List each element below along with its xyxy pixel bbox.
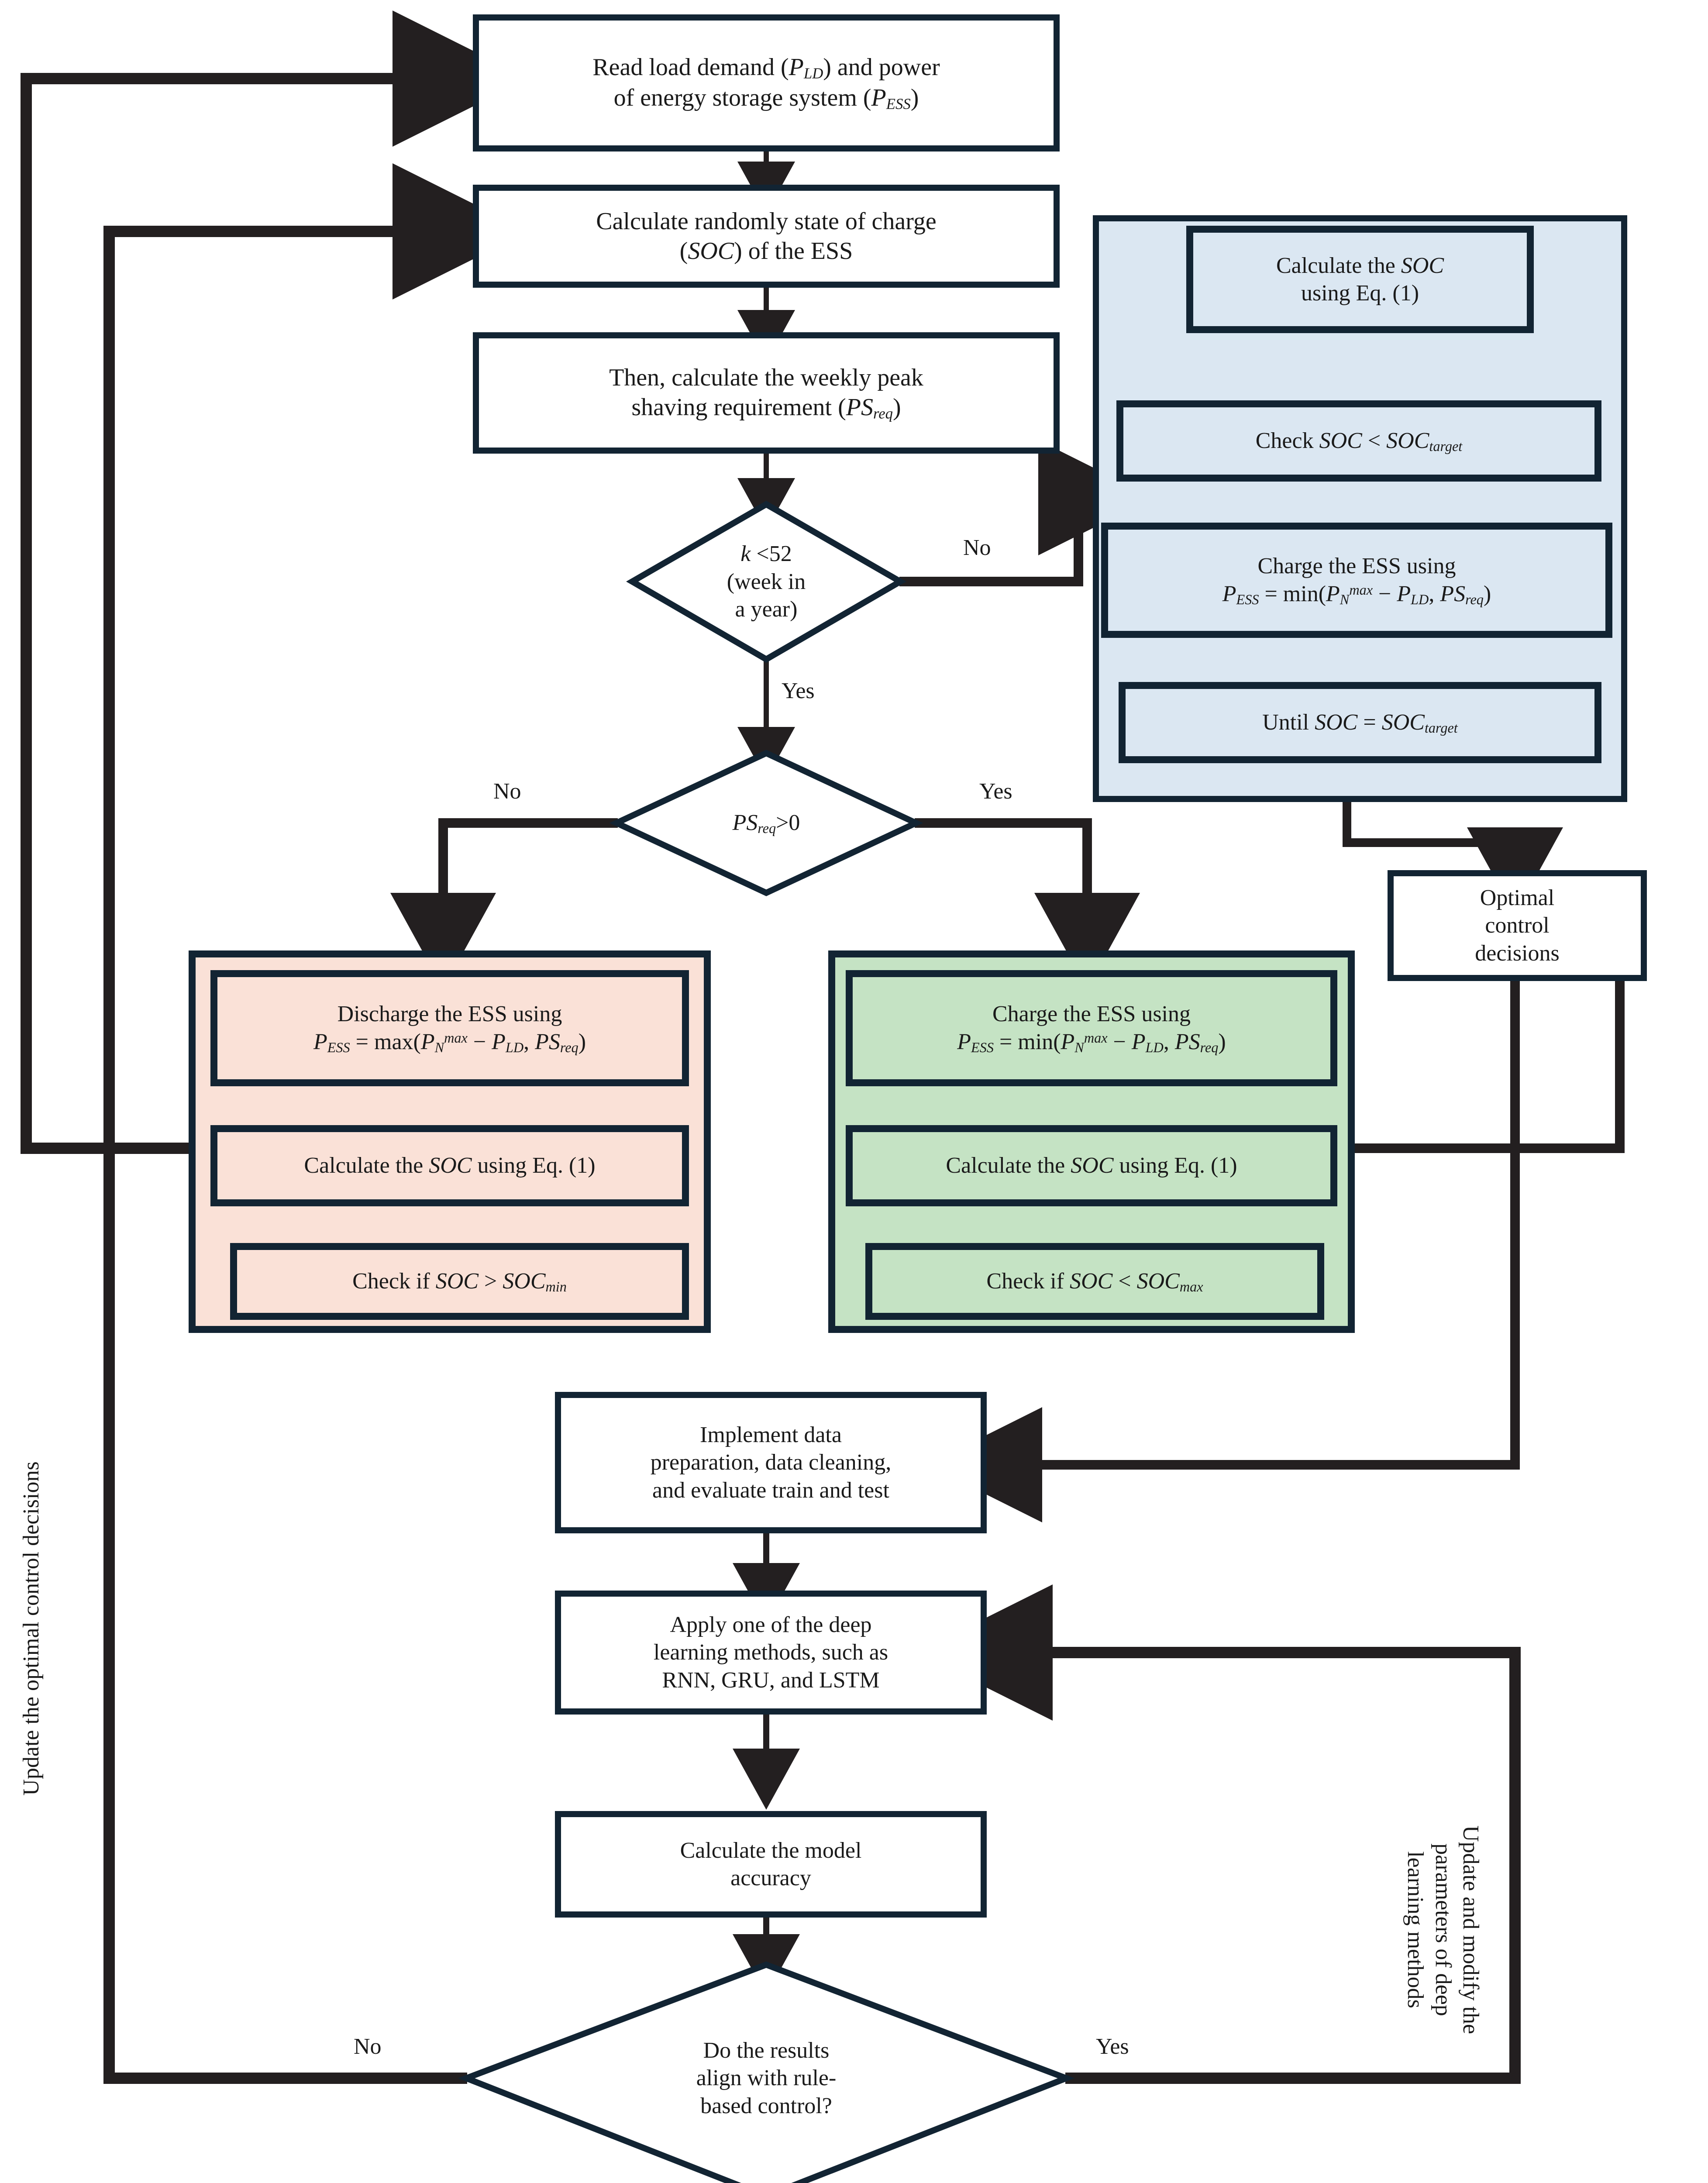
box-blue-calc-soc <box>1186 226 1534 333</box>
edge-label-psreq-yes: Yes <box>979 779 1012 804</box>
edge-label-psreq-no: No <box>493 779 521 804</box>
box-blue-charge <box>1101 523 1612 638</box>
box-calc-psreq <box>473 332 1060 454</box>
box-blue-check-soc <box>1116 400 1601 482</box>
box-green-calc-soc <box>846 1125 1337 1206</box>
edge-label-week-yes: Yes <box>782 678 815 703</box>
box-optimal-decisions <box>1388 870 1647 981</box>
box-blue-until <box>1119 682 1601 763</box>
edge-label-week-no: No <box>963 535 991 560</box>
box-calc-soc-random <box>473 185 1060 288</box>
side-label-left-loop: Update the optimal control decisions <box>19 1461 44 1796</box>
side-label-right-loop: Update and modify the parameters of deep… <box>1403 1825 1483 2034</box>
edge-psreq-no <box>390 818 618 989</box>
edge-align-no <box>103 1148 467 2084</box>
box-pink-calc-soc <box>210 1125 689 1206</box>
diamond-decision-align <box>458 1961 1075 2183</box>
box-green-charge <box>846 970 1337 1086</box>
edge-align-yes <box>916 1584 1521 2084</box>
edge-week-no <box>899 440 1154 586</box>
edge-green-right-bus <box>1351 910 1625 1153</box>
edge-psreq-yes <box>915 818 1140 989</box>
diamond-decision-psreq <box>609 750 923 896</box>
box-calc-accuracy <box>555 1811 987 1918</box>
box-green-check <box>865 1243 1324 1320</box>
edge-label-align-no: No <box>354 2034 382 2059</box>
box-pink-discharge <box>210 970 689 1086</box>
edge-label-align-yes: Yes <box>1096 2034 1129 2059</box>
diamond-decision-week <box>626 500 906 663</box>
edge-blue-to-optimal <box>1343 799 1563 915</box>
box-read-inputs <box>473 14 1060 152</box>
box-pink-check <box>230 1243 689 1320</box>
box-apply-dl <box>555 1591 987 1715</box>
box-implement-data <box>555 1392 987 1533</box>
